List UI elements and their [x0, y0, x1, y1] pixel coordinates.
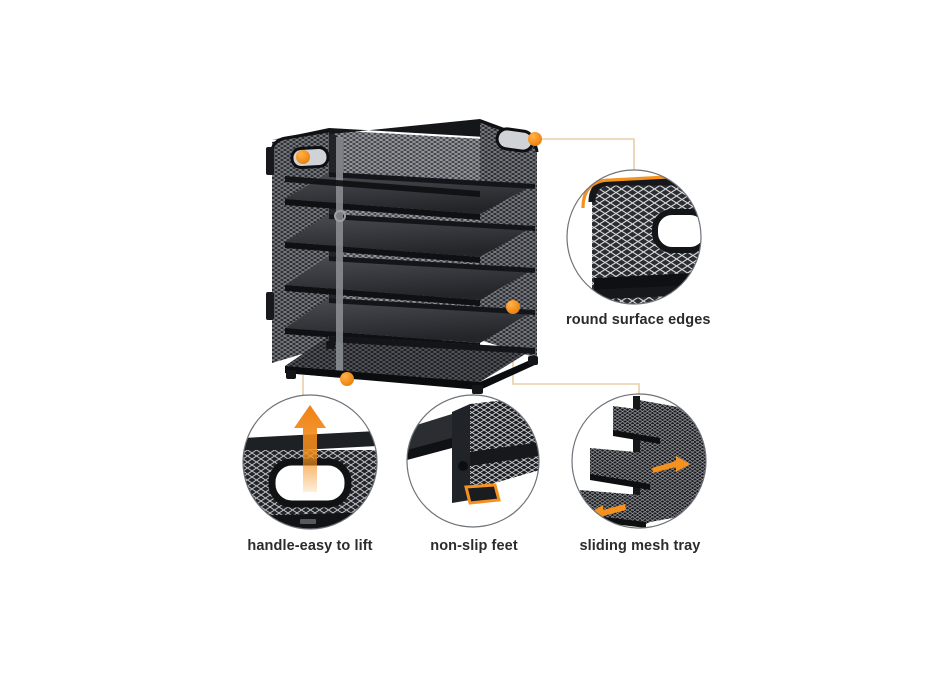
callout-tray [571, 393, 707, 529]
callout-circle-round-edges [566, 169, 702, 305]
top-back-rail [272, 119, 537, 140]
foot-back-left [326, 341, 335, 349]
non-slip-feet-marker [340, 372, 354, 386]
non-slip-foot [464, 483, 501, 505]
foot-front-right [472, 385, 483, 394]
callout-circle-tray [571, 393, 707, 529]
marker-dots [296, 132, 542, 386]
lift-arrow [294, 405, 326, 492]
side-clip-top [266, 147, 274, 175]
front-left-post [336, 137, 343, 372]
callout-round-surface-edges [566, 169, 702, 305]
callout-handle [242, 394, 378, 530]
callout-label-sliding-mesh-tray: sliding mesh tray [579, 538, 701, 554]
callout-label-round-surface-edges: round surface edges [566, 312, 711, 328]
callout-circle-handle [242, 394, 378, 530]
handle-marker [296, 150, 310, 164]
foot-front-left [286, 370, 296, 379]
callout-feet [406, 394, 540, 528]
callout-label-handle: handle-easy to lift [247, 538, 373, 554]
product-illustration [266, 119, 539, 394]
slide-arrow-right [652, 456, 690, 473]
connector-round-edges [535, 138, 635, 170]
tray-2 [285, 214, 535, 263]
callout-label-non-slip-feet: non-slip feet [430, 538, 518, 554]
foot-back-right [528, 356, 538, 365]
round-surface-edges-marker [528, 132, 542, 146]
callout-circle-feet [406, 394, 540, 528]
sliding-mesh-tray-marker [506, 300, 520, 314]
tray-3 [285, 256, 535, 306]
top-front-rail [285, 176, 480, 197]
side-clip-bottom [266, 292, 274, 320]
base-frame [285, 357, 537, 390]
